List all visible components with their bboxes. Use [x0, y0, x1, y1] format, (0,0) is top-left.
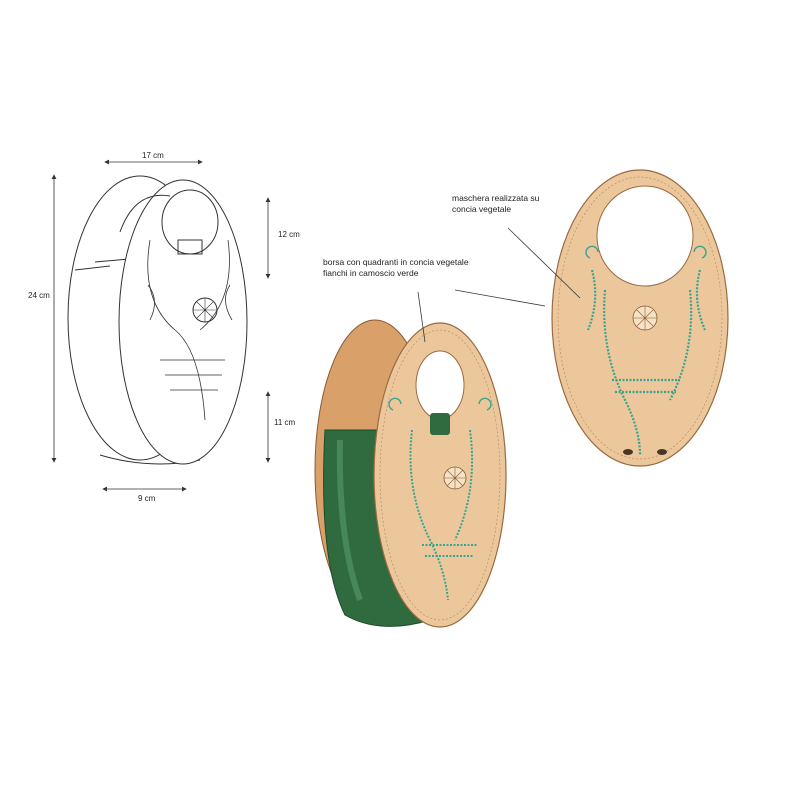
mask-spirals	[585, 245, 707, 259]
leader-bag	[417, 291, 426, 343]
bag-teal-stitching	[409, 429, 478, 601]
note-mask-line1: maschera realizzata su	[452, 193, 540, 203]
dimension-lines	[51, 159, 271, 492]
leader-bag-mask	[454, 289, 546, 307]
bag-front-panel	[373, 322, 507, 628]
handle-hole-outline	[161, 189, 219, 255]
rosette-petals	[193, 298, 217, 322]
note-bag-line2: fianchi in camoscio verde	[323, 268, 419, 278]
bag-handle-hole	[415, 350, 465, 420]
technical-drawing	[67, 175, 248, 465]
front-panel-outline	[118, 179, 248, 465]
dim-label-11cm: 11 cm	[274, 418, 296, 427]
mask-illustration	[551, 169, 729, 467]
bag-spirals	[388, 397, 492, 411]
bag-green-tab	[430, 413, 450, 435]
leader-lines	[417, 227, 581, 343]
mask-pattern	[147, 239, 233, 421]
dim-label-12cm: 12 cm	[278, 230, 300, 239]
mask-handle-hole	[596, 185, 694, 287]
dim-label-9cm: 9 cm	[138, 494, 156, 503]
bag-illustration	[314, 319, 507, 628]
back-handle-outline	[119, 194, 171, 233]
leader-mask	[507, 227, 581, 299]
note-mask: maschera realizzata su concia vegetale	[452, 193, 539, 215]
tab-outline	[177, 239, 203, 255]
mask-teal-stitching	[586, 269, 707, 456]
dim-label-24cm: 24 cm	[28, 291, 50, 300]
note-bag: borsa con quadranti in concia vegetale f…	[323, 257, 469, 279]
note-mask-line2: concia vegetale	[452, 204, 512, 214]
note-bag-line1: borsa con quadranti in concia vegetale	[323, 257, 469, 267]
dim-label-17cm: 17 cm	[142, 151, 164, 160]
